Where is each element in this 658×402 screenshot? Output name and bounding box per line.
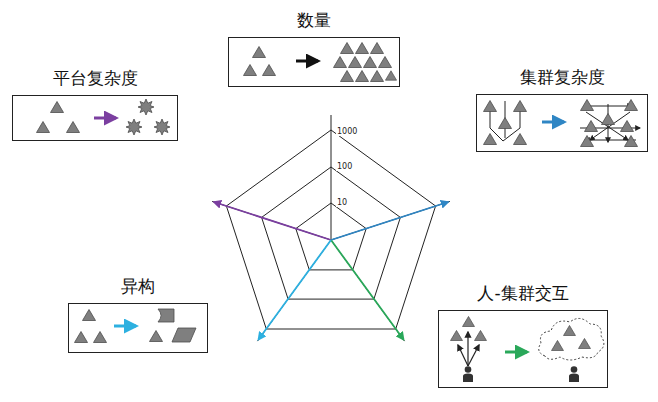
box-heading: 人-集群交互 (477, 282, 568, 305)
scale-label: 10 (336, 199, 348, 207)
scale-label: 100 (336, 163, 353, 171)
box-heading: 异构 (121, 275, 155, 298)
icon-box: 人-集群交互 (438, 310, 608, 388)
box-heading: 平台复杂度 (53, 67, 138, 90)
icon-box: 数量 (228, 37, 400, 87)
icon-box: 集群复杂度 (476, 94, 648, 152)
icon-box: 平台复杂度 (12, 95, 178, 141)
icon-box: 异构 (68, 303, 208, 353)
box-heading: 集群复杂度 (520, 66, 605, 89)
box-heading: 数量 (297, 9, 331, 32)
scale-label: 1000 (336, 128, 358, 136)
